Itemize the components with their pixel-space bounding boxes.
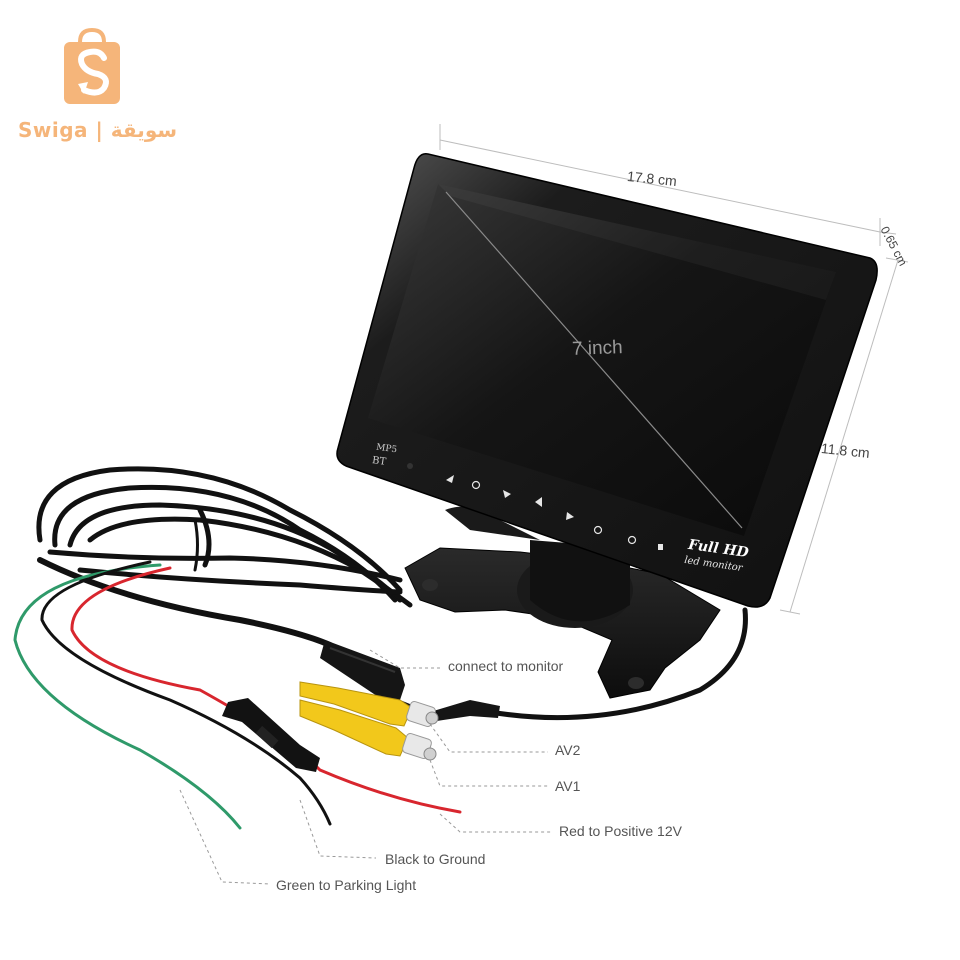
callout-av2: AV2 — [555, 742, 581, 758]
power-wires — [13, 560, 462, 830]
callout-black-wire: Black to Ground — [385, 851, 486, 867]
callout-red-wire: Red to Positive 12V — [559, 823, 682, 839]
shopping-bag-s-icon — [64, 28, 120, 104]
callout-green-wire: Green to Parking Light — [276, 877, 417, 893]
callout-connect-monitor: connect to monitor — [448, 658, 564, 674]
control-buttons — [407, 463, 663, 550]
inline-fuse-holder — [222, 698, 320, 772]
callout-lines — [179, 649, 552, 885]
callout-av1: AV1 — [555, 778, 581, 794]
connector-housing — [320, 640, 500, 722]
screen-size-label: 7 inch — [571, 337, 624, 360]
monitor-stand — [404, 506, 721, 699]
dimension-lines — [439, 124, 909, 615]
brand-name: Swiga | سويقة — [18, 118, 178, 142]
cable-coil — [36, 466, 413, 608]
monitor-body — [336, 153, 878, 608]
bt-label: BT — [371, 455, 387, 468]
monitor-lead — [37, 557, 748, 721]
brand-logo[interactable]: Swiga | سويقة — [14, 24, 178, 144]
rca-plug-av2 — [299, 681, 439, 727]
